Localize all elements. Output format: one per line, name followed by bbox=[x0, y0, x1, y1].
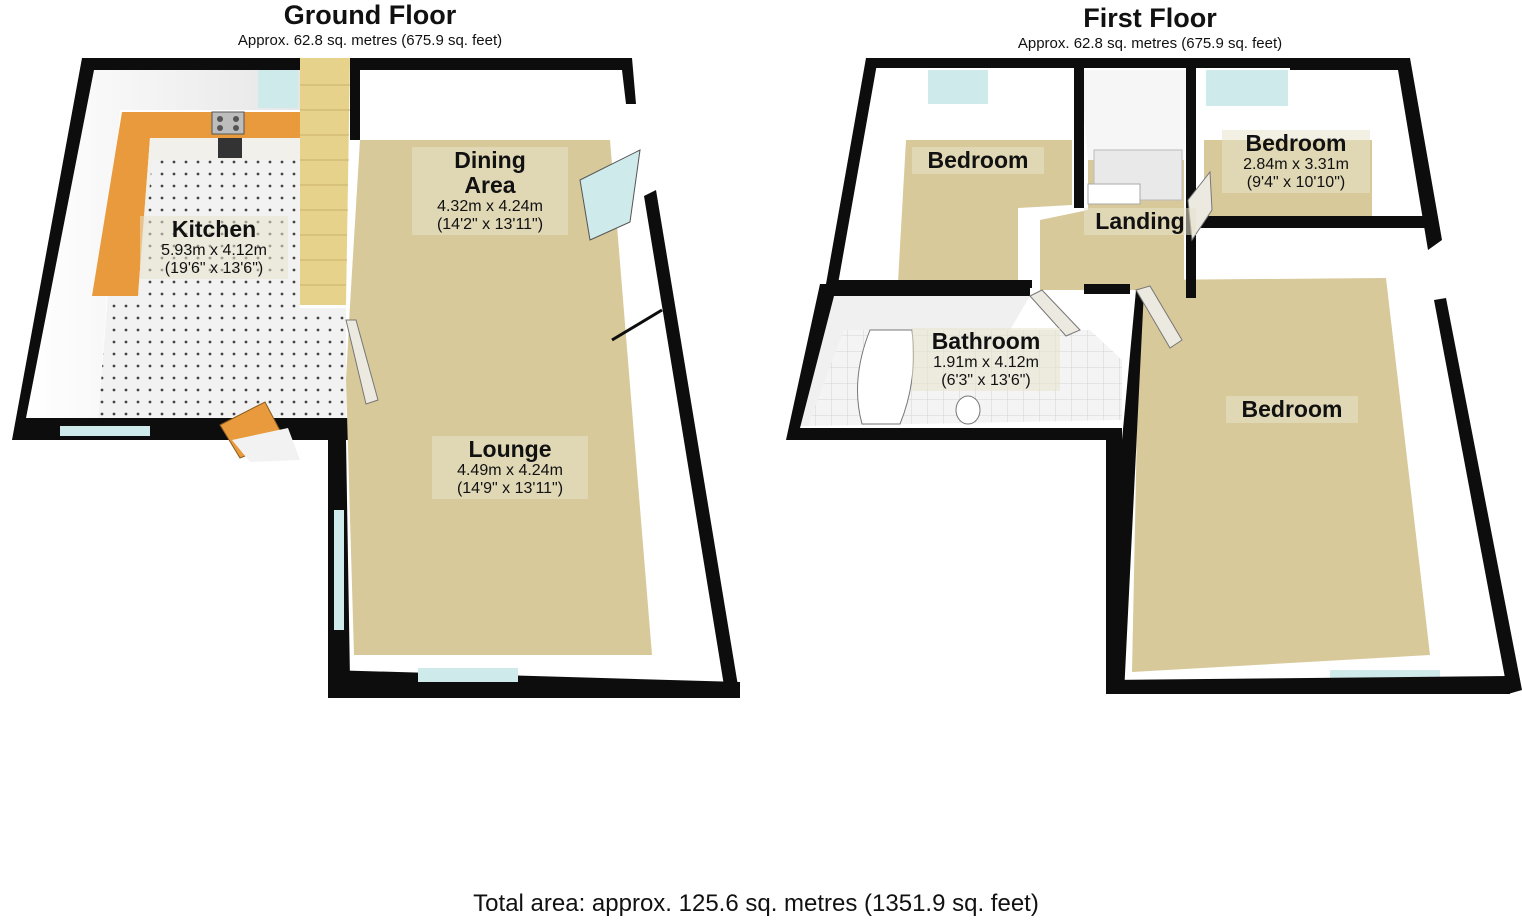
bedroom-left-wall-face bbox=[836, 70, 1074, 282]
first-floor-outer-left bbox=[826, 58, 878, 284]
bedroom-left-bottom-wall bbox=[836, 280, 1032, 288]
room-name-dining: Dining bbox=[454, 147, 526, 173]
room-metric-lounge: 4.49m x 4.24m bbox=[457, 462, 563, 479]
bedroom-left-carpet bbox=[898, 140, 1072, 282]
room-metric-bathroom: 1.91m x 4.12m bbox=[933, 354, 1039, 371]
room-name-landing: Landing bbox=[1095, 208, 1185, 234]
landing-divider-left bbox=[1074, 68, 1084, 208]
large-bedroom-bottom-wall bbox=[1106, 676, 1510, 694]
room-imperial-bathroom: (6'3" x 13'6") bbox=[941, 372, 1031, 389]
room-name-lounge: Lounge bbox=[468, 436, 552, 462]
bath-icon bbox=[857, 329, 914, 425]
bedroom-small-window bbox=[1206, 70, 1288, 106]
bathroom-door bbox=[1029, 289, 1081, 337]
bedroom-large-wall-face bbox=[1196, 226, 1420, 278]
large-bedroom-left-wall bbox=[1106, 290, 1144, 694]
room-metric-bedroom-small: 2.84m x 3.31m bbox=[1243, 156, 1349, 173]
room-label-bedroom-large: Bedroom bbox=[1226, 396, 1358, 423]
room-name-bathroom: Bathroom bbox=[931, 328, 1041, 354]
large-bedroom-right-wall bbox=[1434, 298, 1522, 694]
room-metric-kitchen: 5.93m x 4.12m bbox=[161, 242, 267, 259]
french-door bbox=[579, 149, 641, 241]
first-floor-top-right bbox=[1290, 58, 1442, 250]
room-name-kitchen: Kitchen bbox=[171, 216, 257, 242]
bathroom-outer bbox=[786, 284, 1122, 440]
oven-icon bbox=[218, 138, 242, 158]
lounge-window-bottom bbox=[418, 668, 518, 682]
ground-floor-title: Ground Floor bbox=[283, 0, 457, 30]
room-name-bedroom-small: Bedroom bbox=[1245, 130, 1347, 156]
first-floor-outer-top bbox=[866, 58, 1296, 68]
room-label-landing: Landing bbox=[1084, 208, 1196, 235]
kitchen-wall-face bbox=[28, 68, 300, 420]
kitchen-worktop bbox=[92, 112, 300, 296]
toilet-icon bbox=[955, 395, 981, 425]
kitchen-floor bbox=[98, 140, 346, 420]
room-label-dining-area: Dining Area 4.32m x 4.24m (14'2" x 13'11… bbox=[412, 147, 568, 235]
landing-banister bbox=[1087, 183, 1141, 205]
room-name-dining-2: Area bbox=[464, 172, 516, 198]
room-label-bedroom-small: Bedroom 2.84m x 3.31m (9'4" x 10'10") bbox=[1222, 130, 1370, 193]
bedroom-small-bottom-wall bbox=[1196, 216, 1428, 228]
room-imperial-lounge: (14'9" x 13'11") bbox=[456, 480, 564, 497]
lounge-bottom-wall bbox=[328, 670, 740, 698]
door-step bbox=[232, 428, 300, 462]
room-imperial-bedroom-small: (9'4" x 10'10") bbox=[1246, 174, 1346, 191]
room-label-bedroom-front-left: Bedroom bbox=[912, 147, 1044, 174]
room-imperial-kitchen: (19'6" x 13'6") bbox=[164, 260, 264, 277]
room-label-kitchen: Kitchen 5.93m x 4.12m (19'6" x 13'6") bbox=[140, 216, 288, 279]
room-imperial-dining: (14'2" x 13'11") bbox=[436, 216, 544, 233]
room-label-bathroom: Bathroom 1.91m x 4.12m (6'3" x 13'6") bbox=[912, 328, 1060, 391]
kitchen-units bbox=[138, 138, 300, 296]
dining-lounge-carpet bbox=[346, 140, 652, 655]
kitchen-lounge-door bbox=[345, 319, 379, 405]
room-name-bedroom-front-left: Bedroom bbox=[927, 147, 1029, 173]
lounge-wall-face-right bbox=[610, 100, 724, 685]
kitchen-window-top bbox=[258, 68, 298, 108]
total-area: Total area: approx. 125.6 sq. metres (13… bbox=[473, 890, 1039, 917]
first-floor-area: Approx. 62.8 sq. metres (675.9 sq. feet) bbox=[1017, 35, 1283, 52]
room-metric-dining: 4.32m x 4.24m bbox=[437, 198, 543, 215]
bedroom-large-carpet bbox=[1132, 278, 1430, 672]
bedroom-large-door bbox=[1135, 285, 1183, 349]
room-name-bedroom-large: Bedroom bbox=[1241, 396, 1343, 422]
lounge-right-wall bbox=[644, 190, 740, 698]
ground-floor-plan bbox=[12, 58, 740, 698]
kitchen-window-bottom bbox=[60, 426, 150, 436]
ground-floor-area: Approx. 62.8 sq. metres (675.9 sq. feet) bbox=[237, 32, 503, 49]
landing-divider-right bbox=[1186, 68, 1196, 298]
first-floor-title: First Floor bbox=[1083, 3, 1217, 33]
bedroom-large-wall-face-right bbox=[1386, 260, 1500, 675]
lounge-window-left bbox=[334, 510, 344, 630]
bedroom-left-window bbox=[928, 70, 988, 104]
landing-wall-face bbox=[1080, 70, 1188, 160]
hob-icon bbox=[211, 111, 245, 135]
lounge-wall-face-top bbox=[352, 68, 628, 140]
first-floor-plan bbox=[786, 58, 1522, 694]
room-label-lounge: Lounge 4.49m x 4.24m (14'9" x 13'11") bbox=[432, 436, 588, 499]
lounge-outer-wall bbox=[350, 58, 636, 140]
landing-door-frame bbox=[1084, 284, 1130, 294]
